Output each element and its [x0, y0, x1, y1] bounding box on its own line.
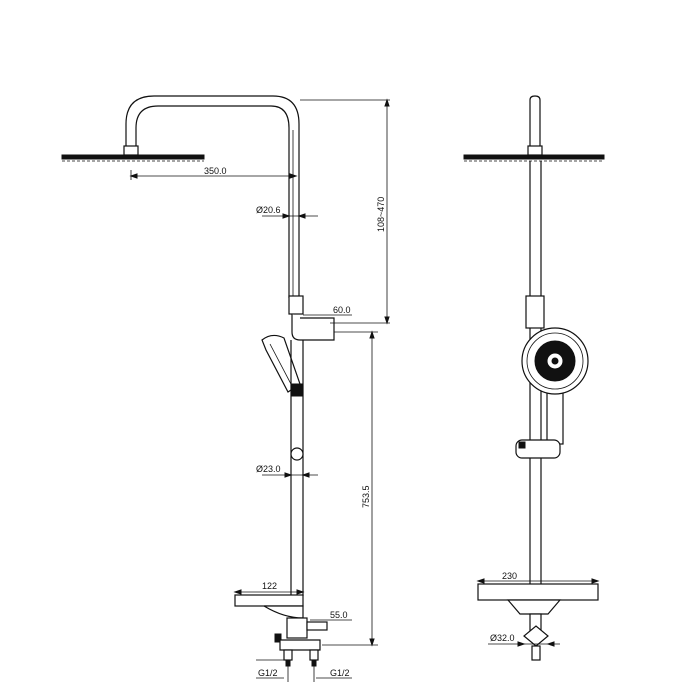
side-view: 350.0 Ø20.6 108~470 60.0 Ø23.0 [61, 95, 390, 682]
dim-shelf-width: 230 [502, 571, 517, 581]
front-arm-stub [529, 95, 541, 146]
dim-inlet-right: G1/2 [330, 668, 350, 678]
dim-outlet-diameter: Ø32.0 [490, 633, 515, 643]
hand-shower [261, 334, 303, 397]
dim-height-adjust: 108~470 [376, 197, 386, 232]
front-view-dimensions: 230 Ø32.0 [476, 571, 600, 647]
lower-riser-pipe [290, 340, 304, 596]
shower-arm [125, 95, 300, 298]
overhead-shower-head [61, 145, 205, 162]
front-outlet [523, 613, 549, 661]
dim-shelf-depth: 122 [262, 581, 277, 591]
dim-inlet-left: G1/2 [258, 668, 278, 678]
dim-holder-projection: 60.0 [333, 305, 351, 315]
front-hand-shower [521, 327, 589, 445]
dim-arm-reach: 350.0 [204, 166, 227, 176]
dim-valve-projection: 55.0 [330, 610, 348, 620]
dim-upper-pipe-diameter: Ø20.6 [256, 205, 281, 215]
front-soap-shelf [477, 583, 599, 615]
front-overhead-shower-head [463, 145, 605, 162]
hand-shower-holder [288, 295, 335, 341]
dim-riser-height: 753.5 [361, 485, 371, 508]
mixer-valve [274, 617, 328, 667]
dim-lower-pipe-diameter: Ø23.0 [256, 464, 281, 474]
front-slider-bracket [515, 439, 561, 459]
front-view: 230 Ø32.0 [463, 95, 605, 661]
side-view-dimensions: 350.0 Ø20.6 108~470 60.0 Ø23.0 [129, 98, 390, 682]
soap-shelf [234, 594, 304, 619]
front-holder [525, 295, 545, 329]
